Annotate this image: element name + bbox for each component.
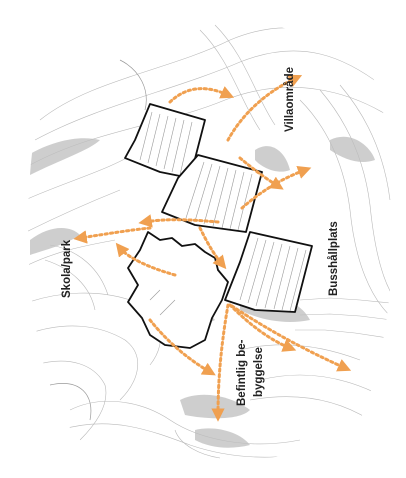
label-befintlig-bebyggelse-line2: byggelse [253, 347, 265, 397]
flow-arrow-southeast-1 [228, 303, 297, 352]
building-block-east [224, 231, 313, 313]
topographic-map [27, 24, 394, 459]
building-blocks [124, 103, 313, 349]
block-hatching [239, 237, 307, 312]
flow-arrow-west-loop [115, 242, 177, 277]
label-busshallplats: Busshållplats [328, 221, 340, 296]
building-block-southwest [127, 231, 229, 349]
flow-arrow-befintlig [211, 303, 230, 422]
shadow-patches [27, 136, 375, 448]
place-labels: Villaområde Skola/park Busshållplats Bef… [61, 67, 340, 406]
flow-arrow-north-loop [168, 86, 235, 104]
flow-arrow-villaomrade [226, 74, 303, 142]
block-hatching [149, 289, 176, 316]
block-hatching [185, 161, 253, 231]
flow-arrow-south-loop [148, 318, 216, 376]
label-villaomrade: Villaområde [284, 67, 296, 132]
building-block-north [124, 103, 206, 179]
building-block-central [161, 154, 263, 233]
block-hatching [139, 111, 193, 176]
flow-arrow-skola-park [73, 226, 152, 244]
flow-arrow-busshallplats [240, 166, 312, 210]
flow-arrow-central-west [138, 214, 220, 228]
flow-arrow-central-south [198, 226, 227, 270]
movement-arrows [73, 74, 352, 422]
label-befintlig-bebyggelse-line1: Befintlig be- [236, 339, 248, 406]
flow-arrow-southeast-2 [230, 304, 352, 372]
label-skola-park: Skola/park [61, 239, 73, 298]
